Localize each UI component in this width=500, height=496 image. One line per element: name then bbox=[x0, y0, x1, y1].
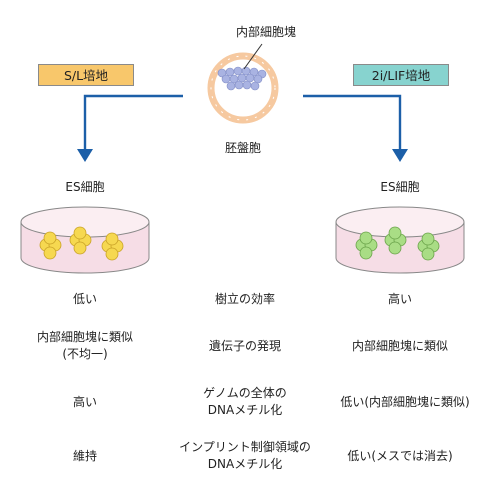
right-value-expression: 内部細胞塊に類似 bbox=[351, 339, 448, 353]
inner-cell-mass bbox=[217, 66, 267, 91]
left-arrow bbox=[77, 94, 183, 162]
row-label-global-methylation: ゲノムの全体の DNAメチル化 bbox=[203, 386, 287, 417]
icm-label: 内部細胞塊 bbox=[236, 25, 297, 39]
left-value-imprint-methylation: 維持 bbox=[72, 449, 97, 463]
right-value-establishment: 高い bbox=[387, 292, 412, 306]
right-value-imprint-methylation: 低い(メスでは消去) bbox=[347, 449, 453, 463]
left-medium-box: S/L培地 bbox=[38, 64, 134, 86]
left-value-establishment: 低い bbox=[72, 292, 97, 306]
left-value-global-methylation: 高い bbox=[72, 395, 97, 409]
right-value-global-methylation: 低い(内部細胞塊に類似) bbox=[340, 395, 470, 409]
blastocyst-label: 胚盤胞 bbox=[224, 141, 261, 155]
left-petri-dish bbox=[20, 206, 150, 274]
right-arrow bbox=[303, 94, 408, 162]
blastocyst-icon bbox=[207, 43, 279, 124]
left-es-cells-label: ES細胞 bbox=[65, 180, 105, 194]
icm-pointer-line bbox=[243, 43, 263, 70]
row-label-imprint-methylation: インプリント制御領域の DNAメチル化 bbox=[179, 440, 311, 471]
left-value-expression: 内部細胞塊に類似 (不均一) bbox=[36, 330, 133, 361]
right-medium-box: 2i/LIF培地 bbox=[353, 64, 449, 86]
row-label-establishment: 樹立の効率 bbox=[214, 292, 275, 306]
row-label-expression: 遺伝子の発現 bbox=[208, 339, 281, 353]
right-petri-dish bbox=[335, 206, 465, 274]
right-es-cells-label: ES細胞 bbox=[380, 180, 420, 194]
